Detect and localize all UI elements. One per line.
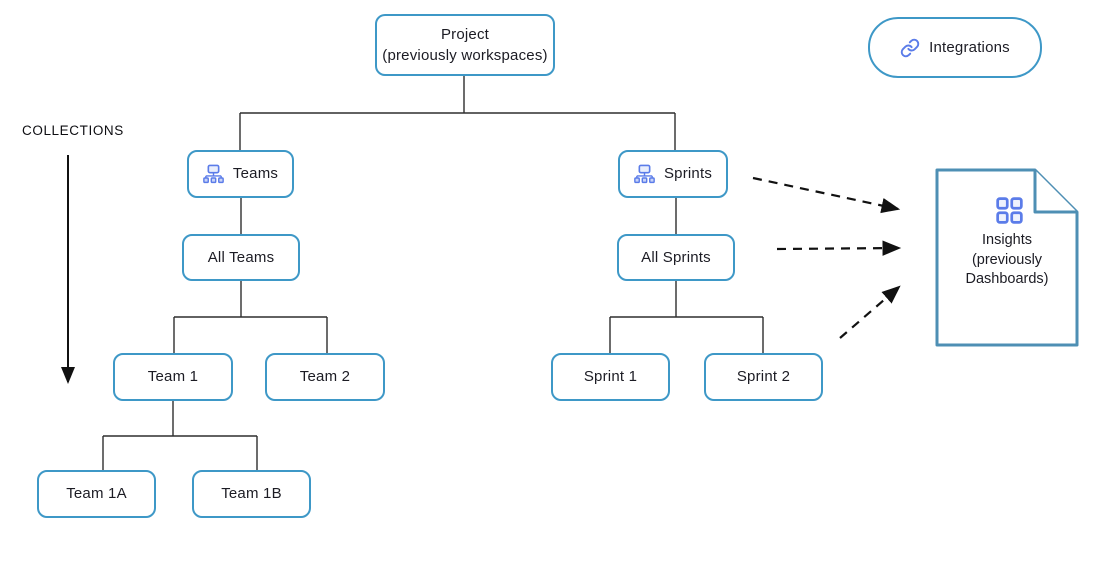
org-chart-icon <box>634 164 655 184</box>
node-integrations: Integrations <box>868 17 1042 78</box>
project-label-line1: Project <box>440 26 490 43</box>
node-teams: Teams <box>187 150 294 198</box>
team-1-label: Team 1 <box>147 368 199 385</box>
sprint-2-label: Sprint 2 <box>736 368 791 385</box>
insights-label-line3: Dashboards) <box>965 271 1049 287</box>
node-sprint-2: Sprint 2 <box>704 353 823 401</box>
node-all-sprints: All Sprints <box>617 234 735 281</box>
node-team-1a: Team 1A <box>37 470 156 518</box>
dashed-arrows-to-insights <box>752 176 902 339</box>
team-1b-label: Team 1B <box>221 485 282 502</box>
grid-icon <box>996 197 1023 229</box>
teams-label: Teams <box>232 165 279 182</box>
sprints-label: Sprints <box>663 165 713 182</box>
node-sprints: Sprints <box>618 150 728 198</box>
collections-label: COLLECTIONS <box>22 123 124 138</box>
sprint-1-label: Sprint 1 <box>583 368 638 385</box>
team-2-label: Team 2 <box>299 368 351 385</box>
team-1a-label: Team 1A <box>66 485 127 502</box>
insights-label-line1: Insights <box>982 232 1032 248</box>
node-team-1: Team 1 <box>113 353 233 401</box>
insights-label-line2: (previously <box>971 251 1043 268</box>
all-sprints-label: All Sprints <box>641 248 711 266</box>
link-icon <box>900 38 920 58</box>
node-sprint-1: Sprint 1 <box>551 353 670 401</box>
node-team-1b: Team 1B <box>192 470 311 518</box>
node-team-2: Team 2 <box>265 353 385 401</box>
node-project: Project (previously workspaces) <box>375 14 555 76</box>
node-all-teams: All Teams <box>182 234 300 281</box>
org-chart-icon <box>203 164 224 184</box>
integrations-label: Integrations <box>929 38 1010 56</box>
insights-document-label: Insights (previously Dashboards) <box>938 231 1076 290</box>
all-teams-label: All Teams <box>207 248 275 266</box>
project-label-line2: (previously workspaces) <box>382 47 548 64</box>
